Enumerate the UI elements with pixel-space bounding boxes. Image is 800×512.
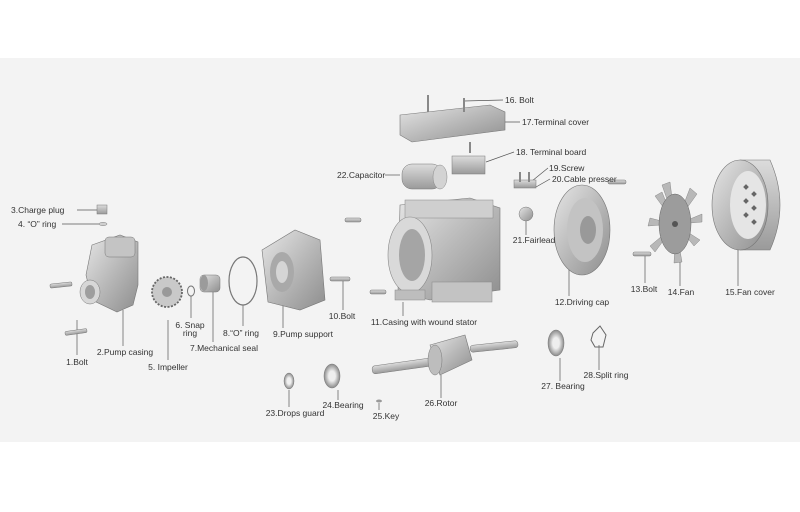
label-part-24: 24.Bearing [322,400,364,410]
part-terminal-board [451,155,486,175]
part-charge-plug [96,204,108,226]
label-part-14: 14.Fan [667,287,695,297]
label-part-9: 9.Pump support [272,329,334,339]
label-part-3: 3.Charge plug [11,205,65,215]
part-bearing-27 [547,329,565,357]
part-fairlead [518,206,534,222]
label-part-1: 1.Bolt [66,357,88,367]
part-split-ring [590,325,607,348]
label-part-25: 25.Key [372,411,400,421]
part-snap-ring [187,285,195,297]
part-pump-support [261,229,326,311]
part-pump-casing [79,234,139,313]
part-key [376,399,382,403]
part-capacitor [401,163,448,190]
leader-lines [62,99,739,410]
part-bolts-left [49,179,652,336]
label-part-11: 11.Casing with wound stator [370,317,478,327]
part-mechanical-seal [199,274,221,293]
label-part-28: 28.Split ring [583,370,629,380]
label-part-10: 10.Bolt [328,311,356,321]
part-drops-guard [283,372,295,390]
label-part-8: 8.“O” ring [223,328,259,338]
label-part-16: 16. Bolt [505,95,534,105]
label-part-13: 13.Bolt [630,284,658,294]
part-bearing-24 [323,363,341,389]
label-part-18: 18. Terminal board [516,147,587,157]
label-part-6-line2: ring [182,328,198,338]
part-fan-cover [711,159,781,251]
part-casing-stator [387,197,501,303]
label-part-23: 23.Drops guard [265,408,325,418]
part-rotor [371,334,519,376]
label-part-26: 26.Rotor [424,398,458,408]
part-impeller [151,276,183,308]
label-part-19: 19.Screw [549,163,585,173]
label-part-22: 22.Capacitor [337,170,386,180]
label-part-7: 7.Mechanical seal [189,343,259,353]
part-o-ring-large [228,256,258,306]
label-part-5: 5. Impeller [148,362,188,372]
label-part-20: 20.Cable presser [552,174,617,184]
label-part-2: 2.Pump casing [96,347,154,357]
label-part-4: 4. “O” ring [18,219,57,229]
label-part-27: 27. Bearing [541,381,585,391]
part-driving-cap [553,184,611,276]
label-part-12: 12.Driving cap [554,297,610,307]
label-part-6-line1: 6. Snap [175,320,205,330]
label-part-6: 6. Snap ring [175,320,204,338]
part-fan [647,181,703,264]
part-cable-presser [513,172,537,189]
label-part-21: 21.Fairlead [512,235,556,245]
part-terminal-cover [399,95,506,153]
label-part-15: 15.Fan cover [725,287,775,297]
label-part-17: 17.Terminal cover [522,117,590,127]
